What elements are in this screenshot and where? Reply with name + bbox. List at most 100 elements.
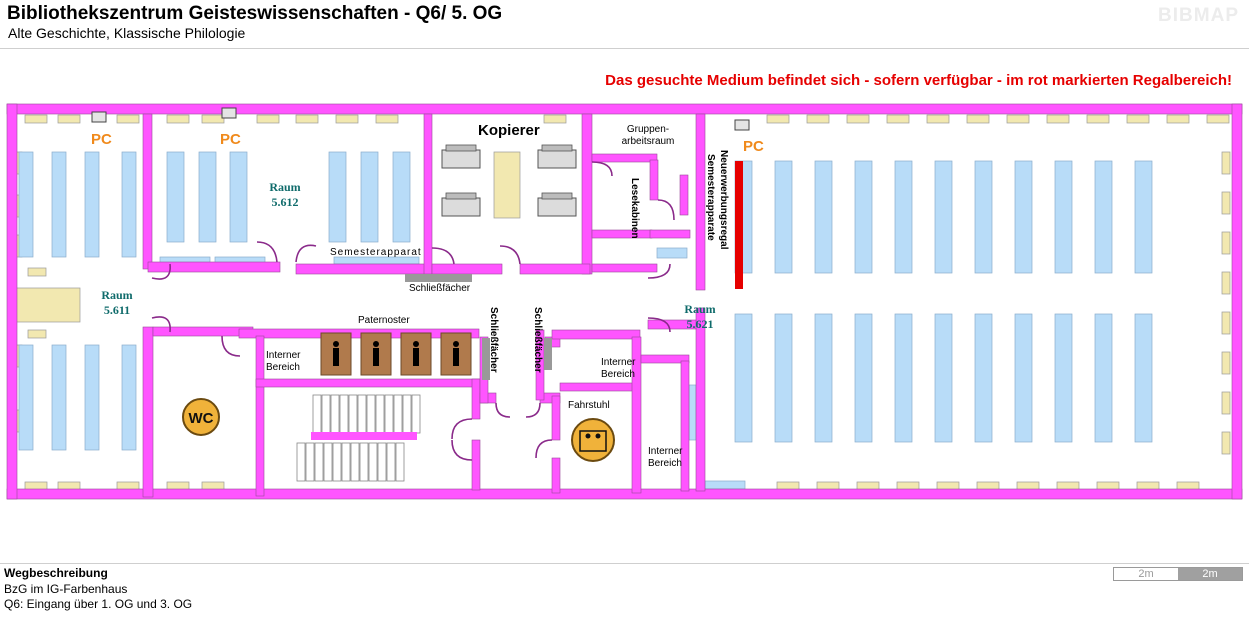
semesterapparat-label: Semesterapparat bbox=[330, 247, 422, 258]
shelf-5621-bottom-6 bbox=[974, 313, 993, 443]
shelf-5621-top-2 bbox=[814, 160, 833, 274]
shelf-5621-bottom-1 bbox=[774, 313, 793, 443]
wall-36 bbox=[680, 360, 690, 492]
stair-step-bottom bbox=[332, 442, 342, 482]
stair-step-top bbox=[330, 394, 340, 434]
scale-segment-2: 2m bbox=[1178, 568, 1242, 580]
shelf-5611-bottom-3 bbox=[121, 344, 137, 451]
shelf-bottom-corner bbox=[704, 480, 746, 490]
shelf-5621-top-8 bbox=[1054, 160, 1073, 274]
wall-11 bbox=[591, 153, 658, 163]
desk-5621-right-6 bbox=[1221, 391, 1231, 415]
wall-5 bbox=[147, 261, 281, 273]
paternoster-person-head bbox=[333, 341, 339, 347]
copier-icon bbox=[537, 197, 577, 217]
desk-top-6 bbox=[295, 114, 319, 124]
page-title: Bibliothekszentrum Geisteswissenschaften… bbox=[7, 3, 503, 24]
copier-room-label: Kopierer bbox=[478, 122, 540, 139]
elevator-icon-frame bbox=[579, 430, 607, 452]
door-14 bbox=[591, 161, 613, 177]
wall-22 bbox=[255, 335, 265, 497]
desk-chair-1 bbox=[27, 329, 47, 339]
paternoster-person-head bbox=[373, 341, 379, 347]
group-room-line2: arbeitsraum bbox=[621, 136, 675, 147]
paternoster-person-body bbox=[333, 348, 339, 366]
desk-5621-top-7 bbox=[1046, 114, 1070, 124]
desk-5621-right-3 bbox=[1221, 271, 1231, 295]
shelf-5621-top-6 bbox=[974, 160, 993, 274]
desk-top-5 bbox=[256, 114, 280, 124]
room-5612-word: Raum bbox=[269, 180, 301, 194]
door-9 bbox=[451, 418, 473, 440]
elevator-person-2 bbox=[595, 433, 601, 439]
door-11 bbox=[495, 402, 511, 418]
desk-5621-top-11 bbox=[1206, 114, 1230, 124]
internal-area-1-line2: Bereich bbox=[266, 362, 300, 373]
wall-0 bbox=[6, 103, 1243, 115]
stair-step-bottom bbox=[305, 442, 315, 482]
desk-5621-top-3 bbox=[886, 114, 910, 124]
stair-step-bottom bbox=[368, 442, 378, 482]
paternoster-person-body bbox=[373, 348, 379, 366]
notice-text: Das gesuchte Medium befindet sich - sofe… bbox=[605, 72, 1232, 89]
stair-step-bottom bbox=[341, 442, 351, 482]
shelf-5611-bottom-0 bbox=[18, 344, 34, 451]
elevator-person-1 bbox=[585, 433, 591, 439]
desk-top-9 bbox=[543, 114, 567, 124]
door-7 bbox=[647, 317, 671, 333]
pc-icon bbox=[91, 111, 107, 123]
paternoster-person-body bbox=[413, 348, 419, 366]
pc-icon bbox=[734, 119, 750, 131]
shelf-internal-3 bbox=[688, 384, 697, 441]
page-subtitle: Alte Geschichte, Klassische Philologie bbox=[8, 25, 246, 41]
shelf-5621-top-5 bbox=[934, 160, 953, 274]
scale-bar: 2m 2m bbox=[1113, 567, 1243, 581]
wall-12 bbox=[649, 159, 659, 201]
shelf-5612-right-0 bbox=[328, 151, 347, 243]
stair-step-bottom bbox=[296, 442, 306, 482]
desk-5621-right-7 bbox=[1221, 431, 1231, 455]
room-5621-word: Raum bbox=[684, 302, 716, 316]
pc-label-2: PC bbox=[220, 131, 241, 148]
wall-16 bbox=[649, 229, 691, 239]
desk-top-8 bbox=[375, 114, 399, 124]
room-5621-number: 5.621 bbox=[686, 317, 714, 331]
shelf-5611-top-1 bbox=[51, 151, 67, 258]
footer-divider bbox=[0, 563, 1249, 564]
shelf-5621-top-3 bbox=[854, 160, 873, 274]
door-12 bbox=[525, 402, 541, 418]
shelf-5612-left-0 bbox=[166, 151, 185, 243]
lockers-horizontal bbox=[405, 274, 472, 282]
desk-5621-top-8 bbox=[1086, 114, 1110, 124]
new-acquisitions-label: Neuerwerbungsregal bbox=[718, 150, 729, 250]
wall-3 bbox=[1231, 103, 1243, 500]
stair-landing-wall bbox=[311, 432, 417, 440]
highlighted-shelf-area bbox=[735, 161, 743, 289]
internal-area-label-1: Interner Bereich bbox=[266, 350, 300, 374]
room-5612-number: 5.612 bbox=[271, 195, 299, 209]
desk-top-1 bbox=[57, 114, 81, 124]
lockers-vertical-1 bbox=[482, 338, 490, 380]
desk-5621-top-2 bbox=[846, 114, 870, 124]
wall-13 bbox=[591, 229, 653, 239]
shelf-5612-right-2 bbox=[392, 151, 411, 243]
directions-title: Wegbeschreibung bbox=[4, 566, 108, 580]
door-4 bbox=[431, 247, 455, 265]
wall-9 bbox=[431, 263, 503, 275]
directions-line-1: BzG im IG-Farbenhaus bbox=[4, 582, 128, 596]
lockers-label: Schließfächer bbox=[409, 283, 471, 294]
door-3 bbox=[295, 244, 317, 263]
room-5611-number: 5.611 bbox=[103, 303, 131, 317]
group-room-label: Gruppen- arbeitsraum bbox=[604, 124, 692, 148]
shelf-5621-bottom-7 bbox=[1014, 313, 1033, 443]
wall-32 bbox=[551, 457, 561, 494]
stair-step-bottom bbox=[377, 442, 387, 482]
desk-5621-right-2 bbox=[1221, 231, 1231, 255]
shelf-5612-left-2 bbox=[229, 151, 248, 243]
wall-21 bbox=[238, 328, 480, 339]
desk-5621-top-6 bbox=[1006, 114, 1030, 124]
shelf-5621-bottom-3 bbox=[854, 313, 873, 443]
lockers-vertical-2 bbox=[544, 338, 552, 370]
shelf-5612-right-1 bbox=[360, 151, 379, 243]
door-5 bbox=[499, 245, 521, 265]
